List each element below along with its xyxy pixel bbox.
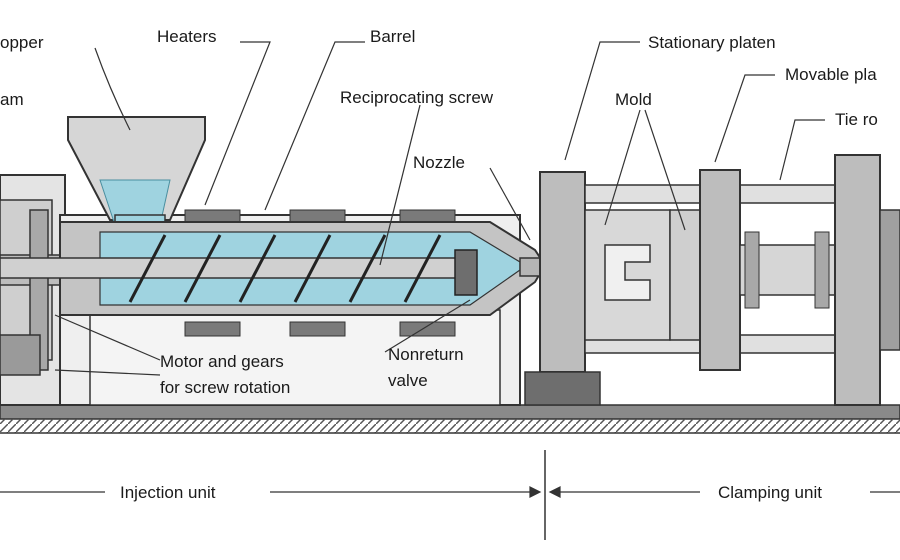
ground-hatch xyxy=(0,419,900,433)
stationary-platen xyxy=(539,171,586,373)
label-barrel: Barrel xyxy=(370,27,415,46)
movable-platen xyxy=(699,169,741,371)
clamp-cylinder xyxy=(879,209,900,351)
label-mold: Mold xyxy=(615,90,652,109)
label-clamping-unit: Clamping unit xyxy=(718,483,822,502)
label-nozzle: Nozzle xyxy=(413,153,465,172)
heater-bottom-1 xyxy=(184,321,241,337)
label-movable-platen: Movable pla xyxy=(785,65,877,84)
label-motor-line2: for screw rotation xyxy=(160,378,290,397)
label-reciprocating-screw: Reciprocating screw xyxy=(340,88,494,107)
label-nonreturn-line2: valve xyxy=(388,371,428,390)
rear-platen xyxy=(834,154,881,406)
screw-flights xyxy=(128,234,442,303)
motor-box xyxy=(0,334,41,376)
label-ram: am xyxy=(0,90,24,109)
label-heaters: Heaters xyxy=(157,27,217,46)
mold-cavity xyxy=(604,244,651,301)
label-injection-unit: Injection unit xyxy=(120,483,216,502)
label-stationary-platen: Stationary platen xyxy=(648,33,776,52)
machine-base-rail xyxy=(0,404,900,420)
clamp-rod-collar-2 xyxy=(814,231,830,309)
leader-lines xyxy=(54,41,825,376)
label-tie-rod: Tie ro xyxy=(835,110,878,129)
mold-half-fixed xyxy=(584,209,671,341)
label-hopper: opper xyxy=(0,33,44,52)
screw-shaft xyxy=(0,257,461,279)
label-motor-line1: Motor and gears xyxy=(160,352,284,371)
heater-bottom-3 xyxy=(399,321,456,337)
label-nonreturn-line1: Nonreturn xyxy=(388,345,464,364)
stationary-platen-foot xyxy=(524,371,601,406)
mold-half-moving xyxy=(669,209,701,341)
heater-bottom-2 xyxy=(289,321,346,337)
hopper-body xyxy=(67,116,206,221)
dimension-lines xyxy=(0,486,900,498)
nonreturn-valve xyxy=(454,249,478,296)
clamp-rod-collar xyxy=(744,231,760,309)
